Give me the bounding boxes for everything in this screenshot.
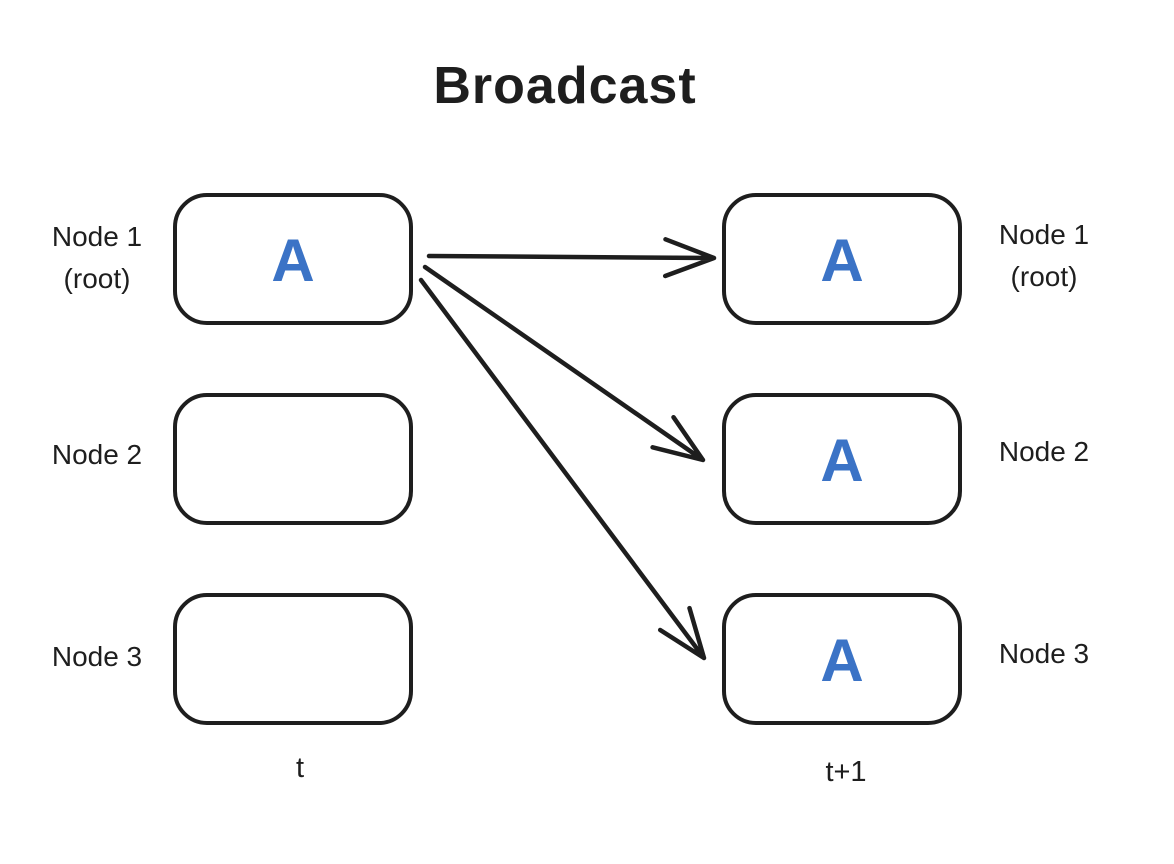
node-value: A: [820, 227, 864, 294]
left-node-3-box: [173, 593, 413, 725]
right-node-1-label: Node 1 (root): [959, 214, 1129, 298]
diagram-title: Broadcast: [433, 57, 697, 115]
arrow-node-1-t-to-node-2-t+1: [422, 264, 706, 463]
arrow-node-1-t-to-node-1-t+1: [426, 237, 717, 279]
node-qualifier: (root): [63, 263, 131, 294]
node-value: A: [820, 627, 864, 694]
arrow-node-1-t-to-node-3-t+1: [418, 277, 707, 661]
node-name: Node 1: [998, 219, 1090, 250]
left-node-2-label: Node 2: [12, 434, 182, 476]
right-node-2-label: Node 2: [959, 431, 1129, 473]
left-node-3-label: Node 3: [12, 636, 182, 678]
time-label-t: t: [295, 752, 305, 784]
right-node-1-box: A: [722, 193, 962, 325]
node-value: A: [271, 227, 315, 294]
node-qualifier: (root): [1010, 261, 1078, 292]
node-name: Node 3: [998, 638, 1090, 669]
node-name: Node 3: [51, 641, 143, 672]
node-name: Node 2: [998, 436, 1090, 467]
node-value: A: [820, 427, 864, 494]
time-label-t-plus-1: t+1: [825, 756, 867, 788]
right-node-3-label: Node 3: [959, 633, 1129, 675]
node-name: Node 1: [51, 221, 143, 252]
node-name: Node 2: [51, 439, 143, 470]
left-node-1-box: A: [173, 193, 413, 325]
left-node-2-box: [173, 393, 413, 525]
right-node-3-box: A: [722, 593, 962, 725]
left-node-1-label: Node 1 (root): [12, 216, 182, 300]
right-node-2-box: A: [722, 393, 962, 525]
